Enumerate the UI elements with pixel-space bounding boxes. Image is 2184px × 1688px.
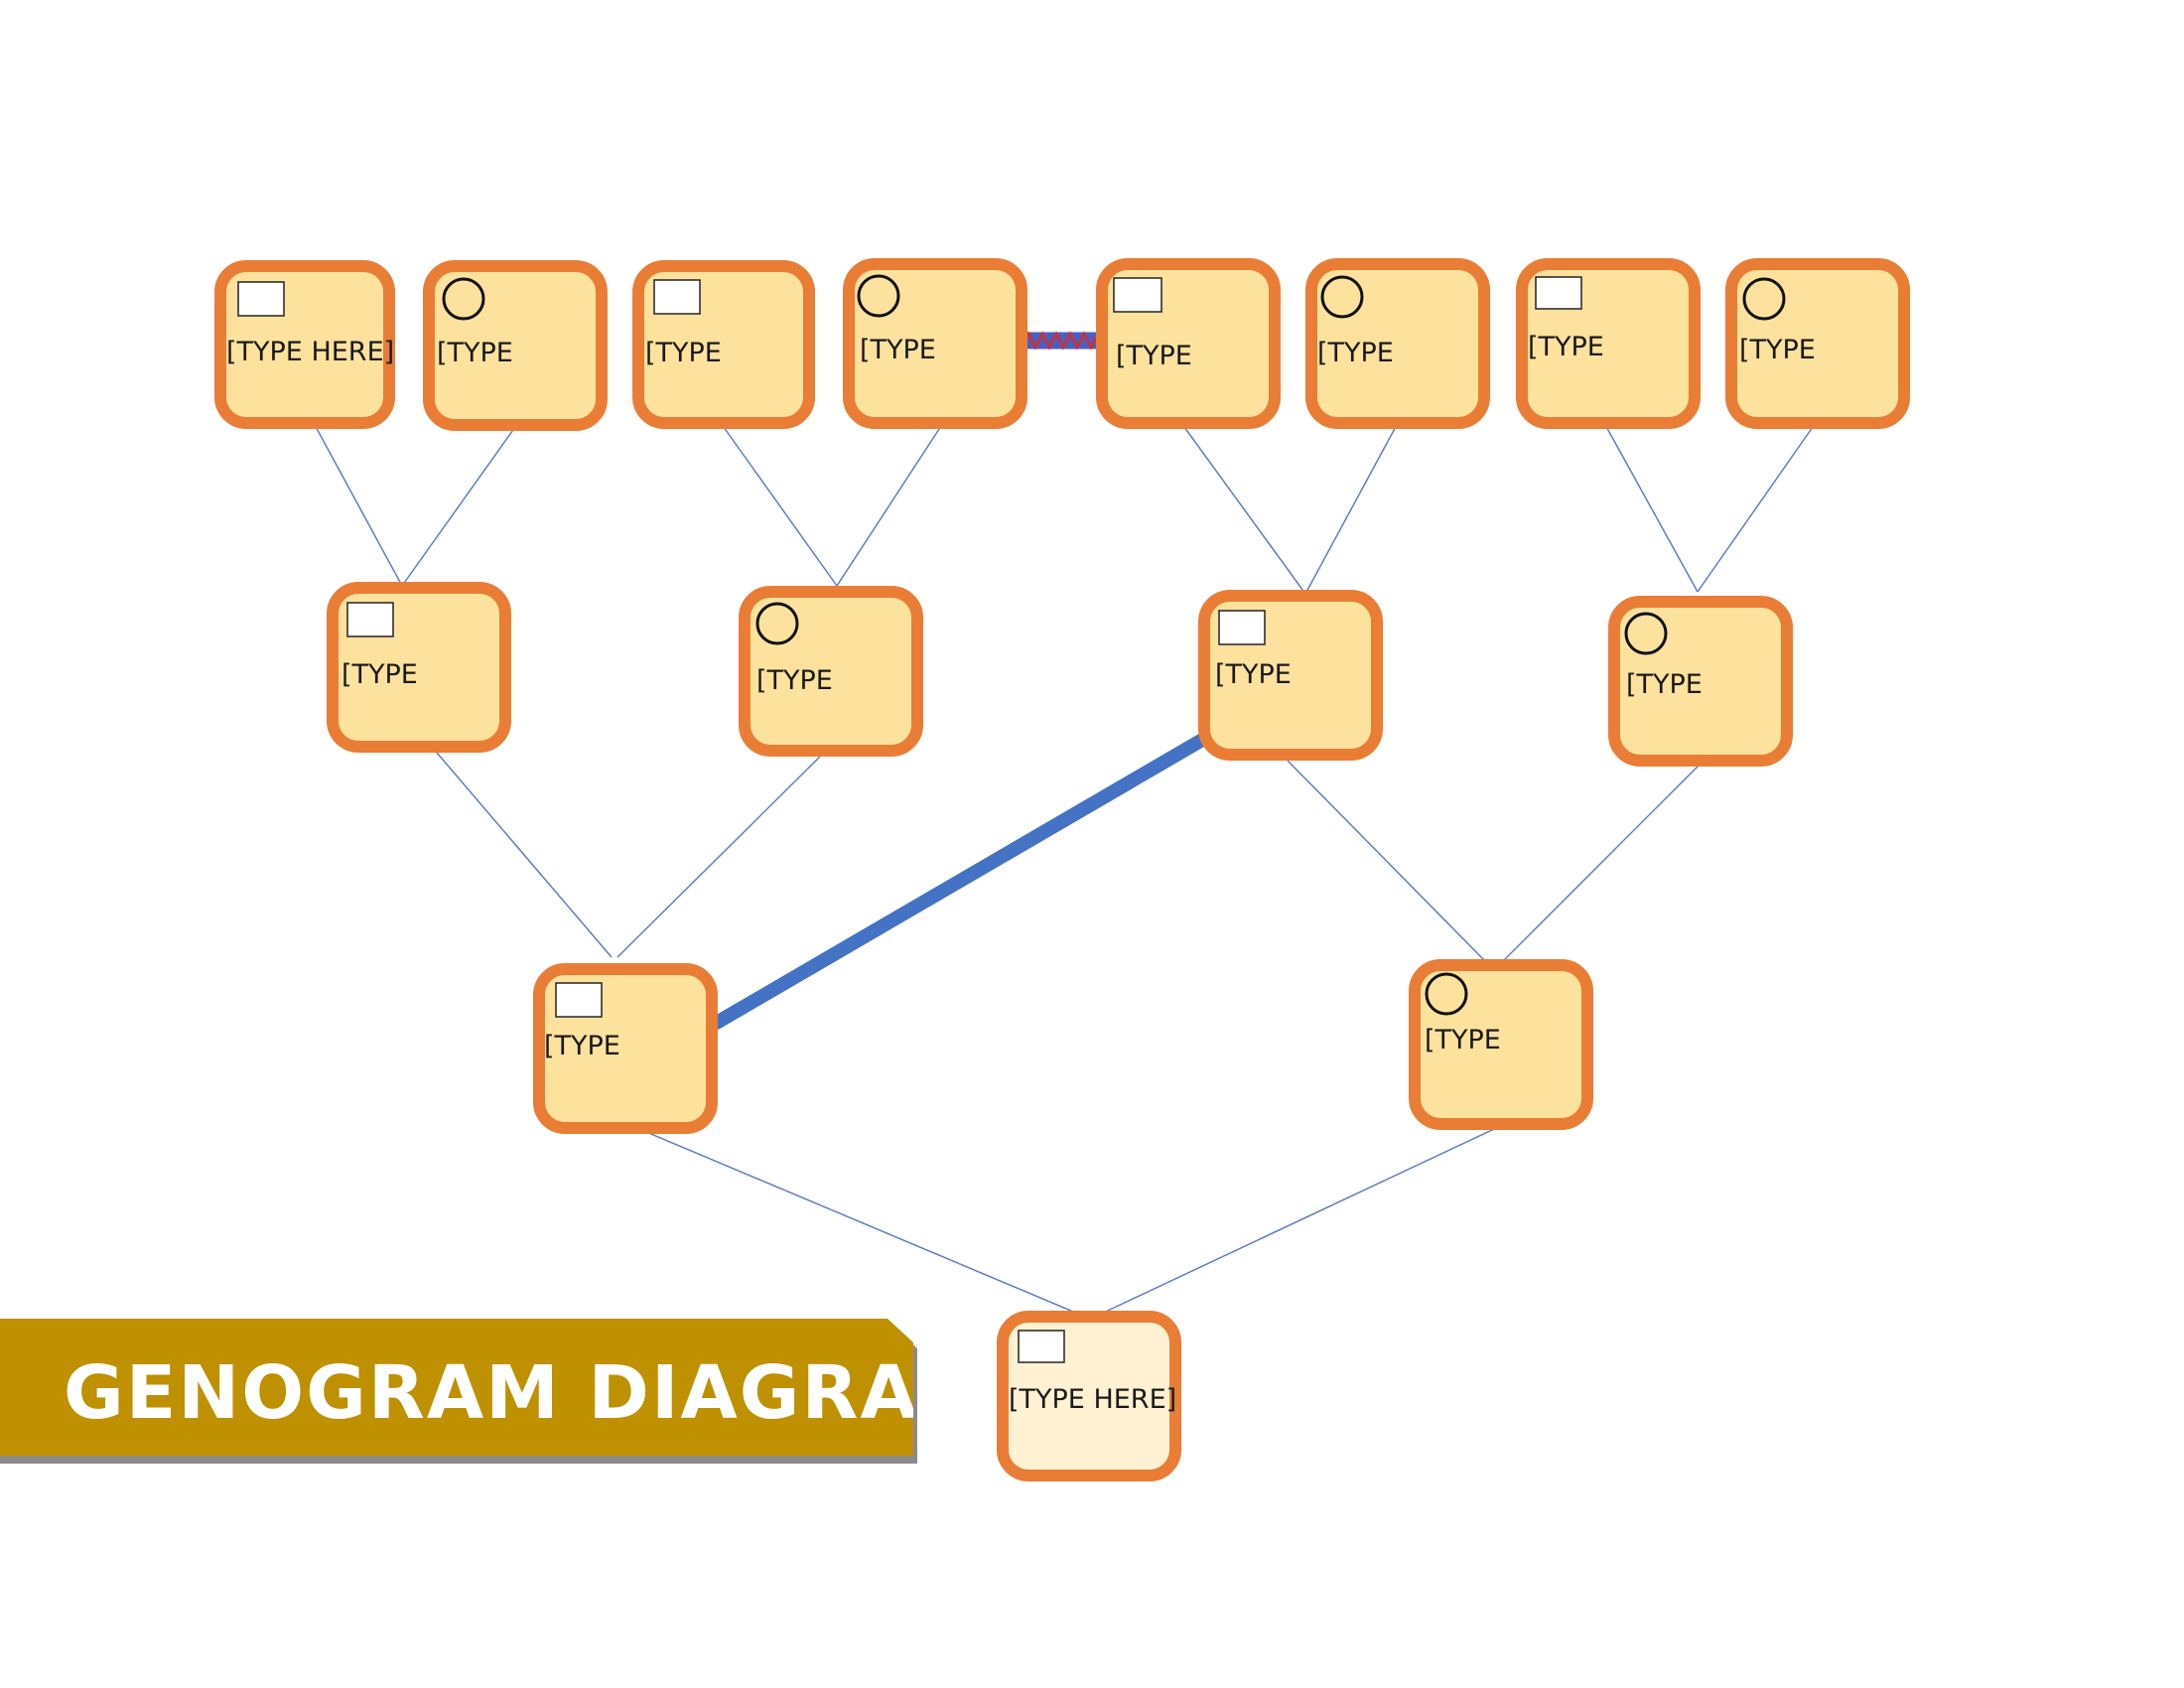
- node-gen2-4[interactable]: [TYPE: [1608, 596, 1793, 767]
- node-label: [TYPE: [756, 665, 833, 696]
- node-gen1-3[interactable]: [TYPE: [632, 260, 815, 429]
- node-gen1-2[interactable]: [TYPE: [423, 260, 608, 431]
- link-gen2-4-to-gen3-2: [1498, 762, 1703, 966]
- male-square-icon: [346, 602, 394, 637]
- link-gen1-8-to-gen2-4: [1697, 426, 1814, 593]
- female-circle-icon: [857, 274, 900, 318]
- node-label: [TYPE: [544, 1031, 620, 1061]
- parent-links: [313, 422, 1814, 1318]
- link-gen1-5-to-gen2-3: [1180, 422, 1306, 595]
- link-gen1-4-to-gen2-2: [836, 422, 944, 587]
- female-circle-icon: [755, 602, 799, 645]
- male-square-icon: [555, 982, 603, 1018]
- node-label: [TYPE: [1739, 335, 1816, 365]
- node-label: [TYPE: [860, 335, 936, 365]
- node-label: [TYPE: [437, 338, 513, 368]
- female-circle-icon: [442, 277, 485, 321]
- male-square-icon: [1218, 610, 1266, 645]
- link-gen2-1-to-gen3-1: [436, 752, 613, 958]
- link-gen3-2-to-gen4-1: [1094, 1121, 1510, 1318]
- node-gen2-1[interactable]: [TYPE: [327, 582, 511, 753]
- link-gen3-1-to-gen4-1: [626, 1123, 1086, 1318]
- female-circle-icon: [1624, 612, 1668, 655]
- link-gen2-2-to-gen3-1: [616, 756, 821, 958]
- link-gen1-6-to-gen2-3: [1304, 422, 1399, 595]
- node-label: [TYPE: [1626, 669, 1703, 700]
- male-square-icon: [653, 279, 701, 315]
- node-label: [TYPE: [1116, 341, 1192, 371]
- node-label: [TYPE: [645, 338, 722, 368]
- link-gen1-7-to-gen2-4: [1603, 422, 1699, 593]
- node-label: [TYPE: [1215, 659, 1292, 690]
- marriage-line: [711, 729, 1213, 1031]
- node-gen3-1[interactable]: [TYPE: [533, 963, 718, 1134]
- node-gen1-7[interactable]: [TYPE: [1516, 258, 1701, 429]
- female-circle-icon: [1320, 275, 1364, 319]
- node-gen1-5[interactable]: [TYPE: [1096, 258, 1281, 429]
- male-square-icon: [1113, 277, 1162, 313]
- male-square-icon: [237, 281, 285, 317]
- node-gen1-4[interactable]: [TYPE: [843, 258, 1027, 429]
- node-gen1-1[interactable]: [TYPE HERE]: [214, 260, 395, 429]
- node-label: [TYPE HERE]: [1009, 1384, 1176, 1415]
- node-gen4-1[interactable]: [TYPE HERE]: [997, 1311, 1181, 1481]
- node-gen2-3[interactable]: [TYPE: [1198, 590, 1383, 761]
- female-circle-icon: [1742, 277, 1786, 321]
- node-label: [TYPE HERE]: [226, 337, 394, 367]
- title-banner: GENOGRAM DIAGRAM: [0, 1319, 994, 1464]
- link-gen1-3-to-gen2-2: [720, 422, 838, 587]
- node-label: [TYPE: [1528, 332, 1604, 362]
- link-gen2-3-to-gen3-2: [1287, 760, 1490, 966]
- conflict-line: [1013, 331, 1108, 351]
- male-square-icon: [1535, 276, 1582, 310]
- node-gen1-8[interactable]: [TYPE: [1725, 258, 1910, 429]
- node-gen1-6[interactable]: [TYPE: [1305, 258, 1490, 429]
- node-label: [TYPE: [1317, 338, 1394, 368]
- male-square-icon: [1018, 1330, 1065, 1363]
- node-gen2-2[interactable]: [TYPE: [739, 586, 923, 757]
- node-gen3-2[interactable]: [TYPE: [1409, 959, 1593, 1130]
- node-label: [TYPE: [341, 659, 418, 690]
- node-label: [TYPE: [1425, 1025, 1501, 1055]
- link-gen1-2-to-gen2-1: [401, 426, 516, 587]
- page-title: GENOGRAM DIAGRAM: [64, 1350, 994, 1436]
- female-circle-icon: [1425, 972, 1468, 1016]
- link-gen1-1-to-gen2-1: [313, 422, 403, 587]
